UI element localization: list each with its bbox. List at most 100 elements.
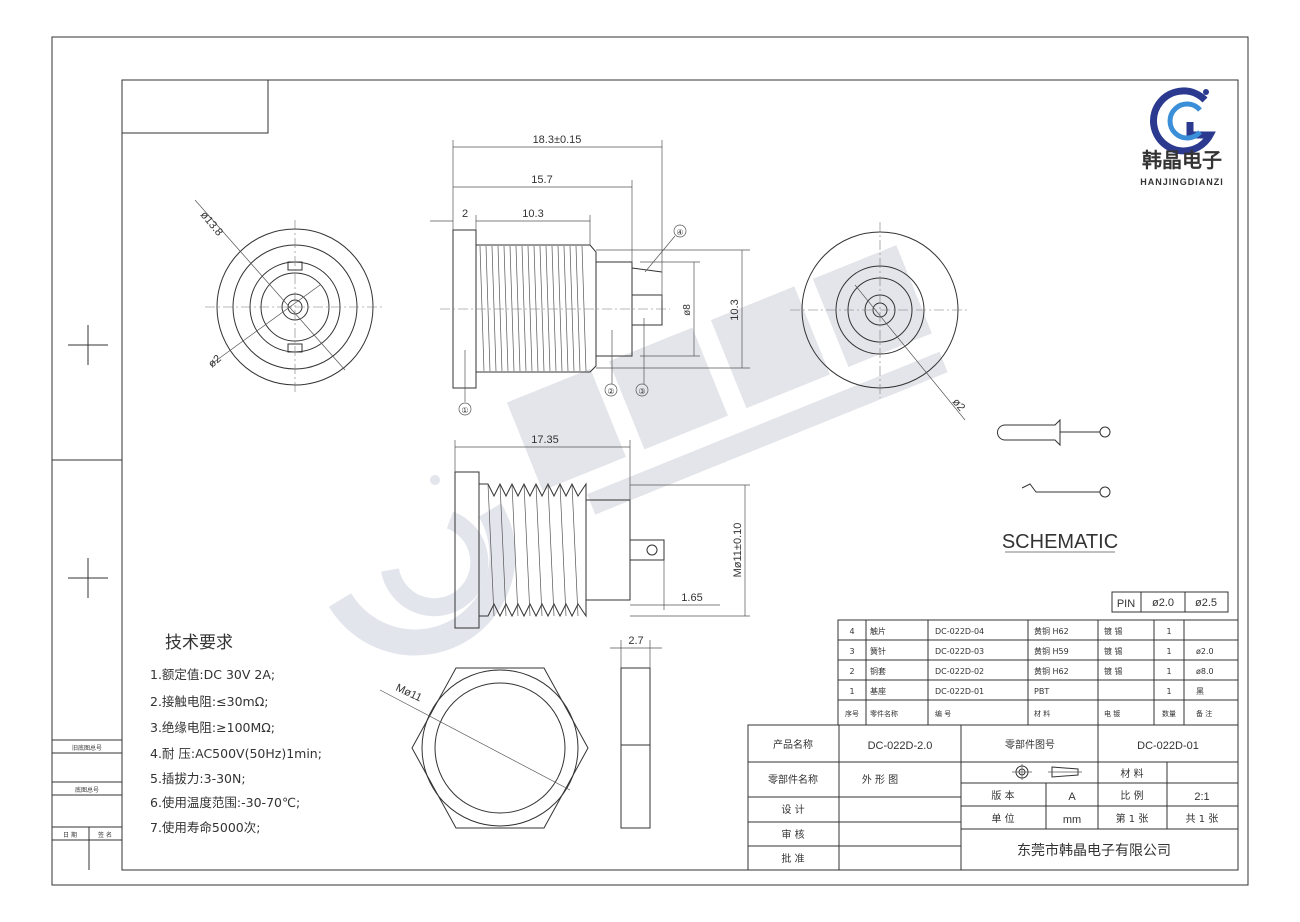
dim-nut-thread: Mø11 xyxy=(394,682,424,704)
table-cell: 黑 xyxy=(1196,687,1204,696)
table-cell: DC-022D-04 xyxy=(935,627,984,636)
scale-value: 2:1 xyxy=(1194,791,1209,803)
table-cell: 黄铜 H62 xyxy=(1034,626,1069,636)
table-cell: 4 xyxy=(849,627,854,636)
table-cell: 3 xyxy=(849,647,854,656)
tech-item: 2.接触电阻:≤30mΩ; xyxy=(150,694,268,709)
table-row: 4 触片 DC-022D-04 黄铜 H62 镀 锡 1 xyxy=(849,626,1171,636)
table-cell: 镀 锡 xyxy=(1104,666,1123,676)
table-header-cell: 编 号 xyxy=(935,709,951,718)
sheet-number: 第 1 张 xyxy=(1116,812,1149,825)
tech-item: 7.使用寿命5000次; xyxy=(150,820,260,835)
dim-front-pin-dia: ø2 xyxy=(206,353,224,370)
table-cell: PBT xyxy=(1034,687,1049,696)
base-no-label: 底图总号 xyxy=(75,786,99,794)
balloon-1: ① xyxy=(461,406,468,415)
product-name: DC-022D-2.0 xyxy=(868,740,933,752)
table-header-cell: 零件名称 xyxy=(870,709,898,718)
table-cell: 基座 xyxy=(870,686,886,696)
table-cell: 铜套 xyxy=(870,666,886,676)
table-cell: ø2.0 xyxy=(1196,647,1214,656)
tech-item: 3.绝缘电阻:≥100MΩ; xyxy=(150,720,275,735)
title-block-grid xyxy=(747,724,1239,871)
dim-rear-pin-dia: ø2 xyxy=(950,396,967,414)
dim-flange: 2 xyxy=(462,208,468,220)
table-header-cell: 数量 xyxy=(1162,709,1176,718)
dim-thread-length: 10.3 xyxy=(522,208,543,220)
version-value: A xyxy=(1068,791,1076,803)
company-logo: 韩晶电子 HANJINGDIANZI xyxy=(1140,87,1224,187)
table-cell: DC-022D-03 xyxy=(935,647,984,656)
front-view xyxy=(194,199,385,395)
tech-requirements: 技术要求 1.额定值:DC 30V 2A; 2.接触电阻:≤30mΩ; 3.绝缘… xyxy=(150,633,322,835)
watermark-logo xyxy=(328,475,516,656)
table-cell: 镀 锡 xyxy=(1104,646,1123,656)
table-cell: 1 xyxy=(1166,647,1171,656)
balloon-4: ④ xyxy=(676,228,683,237)
inner-border xyxy=(121,79,1239,871)
rear-view xyxy=(790,222,970,421)
table-cell: 镀 锡 xyxy=(1104,626,1123,636)
watermark xyxy=(328,245,948,656)
projection-symbol xyxy=(1012,764,1082,780)
dim-thread-dia: Mø11±0.10 xyxy=(732,523,744,578)
balloon-2: ② xyxy=(607,387,614,396)
signature-label: 签 名 xyxy=(98,831,112,839)
part-name: 外 形 图 xyxy=(862,774,898,786)
dim-front-outer-dia: ø13.8 xyxy=(198,209,225,238)
dim-nut-thickness: 2.7 xyxy=(628,635,643,647)
pin-table-header: PIN xyxy=(1117,598,1135,610)
table-header: 序号零件名称编 号材 料电 镀数量备 注 xyxy=(845,709,1212,718)
parts-table-grid xyxy=(837,619,1239,726)
table-cell: 1 xyxy=(1166,627,1171,636)
table-cell: 1 xyxy=(1166,687,1171,696)
part-name-label: 零部件名称 xyxy=(768,773,818,786)
pin-option-2-0: ø2.0 xyxy=(1152,597,1174,609)
dim-pin-offset: 1.65 xyxy=(681,592,702,604)
design-label: 设 计 xyxy=(781,803,804,816)
unit-label: 单 位 xyxy=(991,812,1014,825)
table-cell: 2 xyxy=(849,667,854,676)
version-label: 版 本 xyxy=(991,789,1014,802)
unit-value: mm xyxy=(1063,814,1081,826)
tech-item: 6.使用温度范围:-30-70℃; xyxy=(150,795,300,810)
table-cell: 触片 xyxy=(870,626,886,636)
dim-body-dia: ø8 xyxy=(682,304,693,316)
approve-label: 批 准 xyxy=(781,852,804,865)
bottom-view xyxy=(454,440,750,629)
table-cell: 黄铜 H59 xyxy=(1034,646,1069,656)
outer-border xyxy=(51,36,1249,886)
logo-pinyin: HANJINGDIANZI xyxy=(1140,177,1224,187)
table-header-cell: 电 镀 xyxy=(1104,709,1120,718)
material-label: 材 料 xyxy=(1120,767,1143,780)
tech-item: 5.插拔力:3-30N; xyxy=(150,771,246,786)
table-cell: 1 xyxy=(849,687,854,696)
tech-title: 技术要求 xyxy=(165,633,233,653)
left-strip xyxy=(52,325,122,870)
tech-item: 4.耐 压:AC500V(50Hz)1min; xyxy=(150,746,322,761)
schematic-symbol xyxy=(997,418,1115,553)
table-header-cell: 备 注 xyxy=(1196,709,1212,718)
table-cell: ø8.0 xyxy=(1196,667,1214,676)
dim-body-length: 15.7 xyxy=(531,174,552,186)
drawing-no: DC-022D-01 xyxy=(1137,740,1199,752)
company-name: 东莞市韩晶电子有限公司 xyxy=(1017,842,1171,859)
table-cell: DC-022D-02 xyxy=(935,667,984,676)
drawing-no-label: 零部件图号 xyxy=(1005,738,1055,751)
pin-option-2-5: ø2.5 xyxy=(1195,597,1217,609)
logo-name: 韩晶电子 xyxy=(1142,148,1222,172)
dim-height: 10.3 xyxy=(729,299,741,320)
schematic-label: SCHEMATIC xyxy=(1002,531,1118,553)
product-name-label: 产品名称 xyxy=(773,738,813,751)
balloon-3: ③ xyxy=(638,387,645,396)
table-cell: 黄铜 H62 xyxy=(1034,666,1069,676)
dim-bottom-total: 17.35 xyxy=(531,434,559,446)
review-label: 审 核 xyxy=(781,828,804,841)
table-header-cell: 材 料 xyxy=(1034,709,1050,718)
corner-box xyxy=(121,79,269,134)
